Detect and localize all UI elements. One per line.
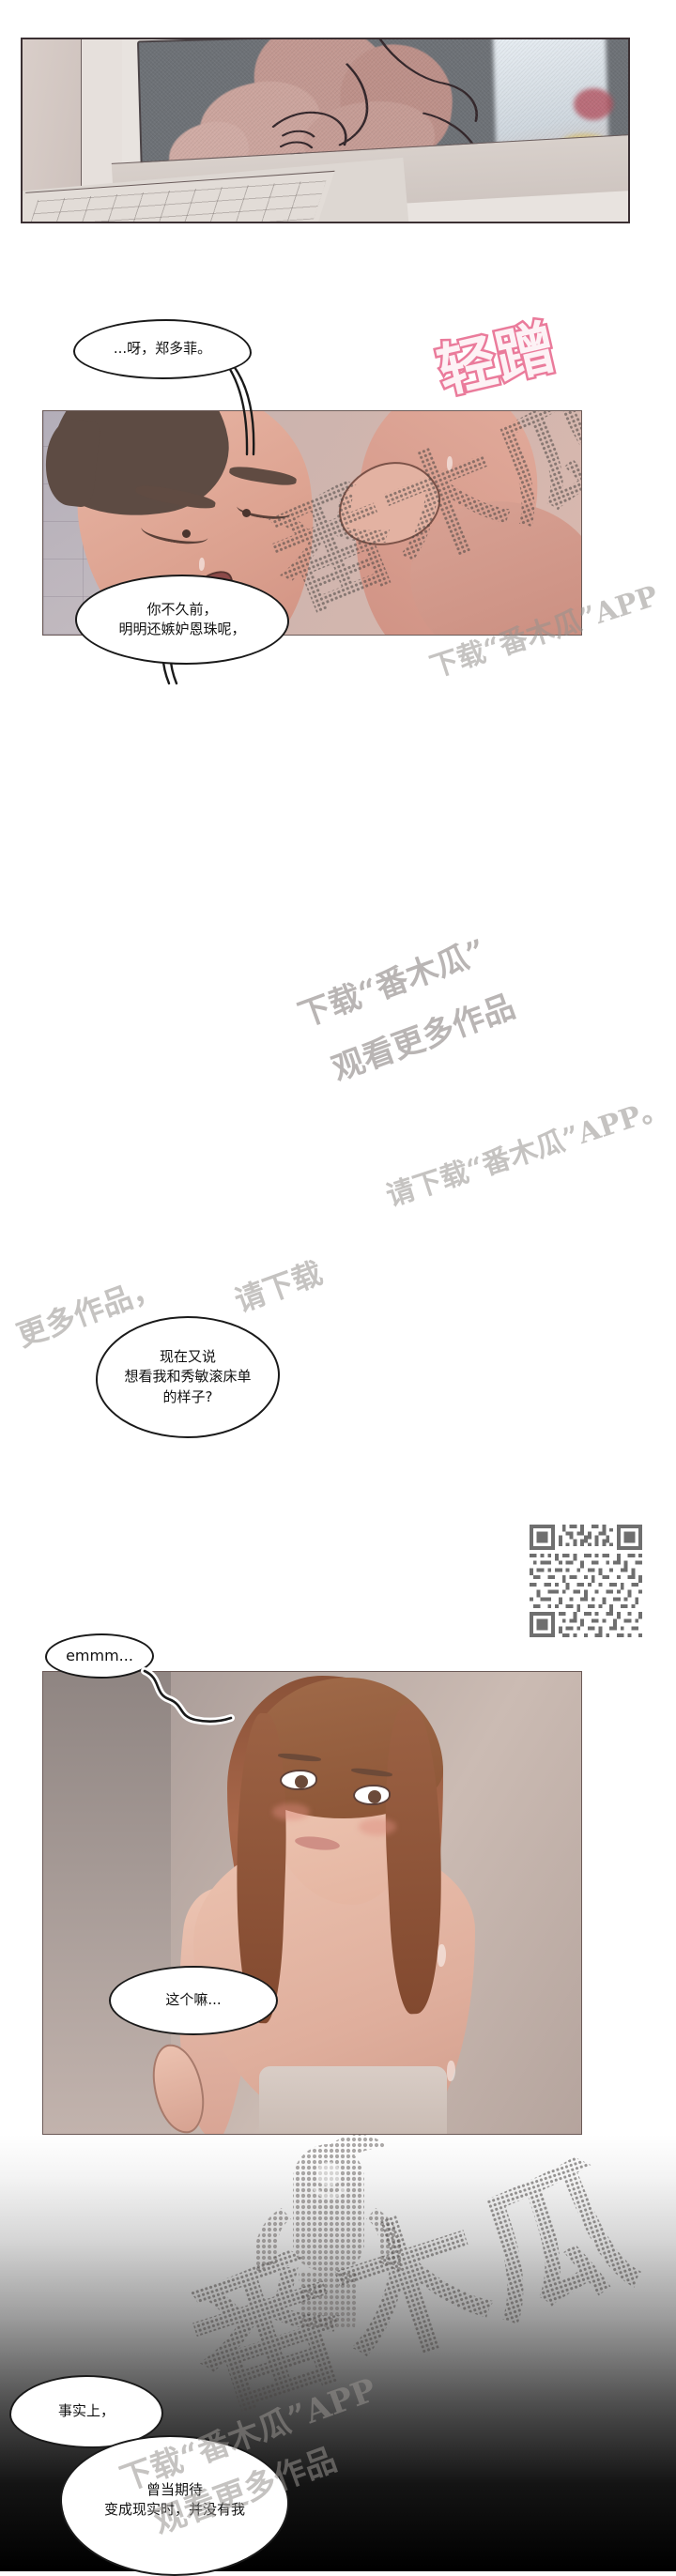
- panel3-blush-left: [272, 1803, 310, 1820]
- speech-bubble-ya-zheng-duo-fei: ...呀，郑多菲。: [73, 319, 252, 379]
- watermark-download-app-mid: 请下载“番木瓜”APP。: [382, 1091, 672, 1214]
- panel3-towel: [259, 2066, 447, 2134]
- bubble-1-tail: [221, 357, 287, 460]
- panel-laptop-screen-bedroom: [21, 38, 630, 223]
- qr-code[interactable]: [526, 1521, 646, 1641]
- watermark-guankan-gengduo-zuopin-top: 观看更多作品: [327, 988, 520, 1089]
- watermark-xiazai-fanmugua-top: 下载“番木瓜”: [293, 932, 491, 1035]
- bubble-7-text: 曾当期待 变成现实时，并没有我: [103, 2481, 245, 2519]
- bubble-4-tail: [141, 1667, 244, 1731]
- panel3-eye-right: [353, 1785, 391, 1805]
- panel3-eye-left: [280, 1770, 317, 1790]
- panel-woman-shower: [42, 1671, 582, 2135]
- panel2-torso: [410, 501, 581, 635]
- panel3-sweat-drop-3: [447, 2061, 455, 2081]
- sfx-1-text: 轻蹭: [429, 310, 566, 408]
- panel2-sweat-drop-2: [199, 558, 205, 571]
- speech-bubble-zhe-ge-ma: 这个嘛...: [109, 1966, 278, 2035]
- panel2-pupil-left: [182, 529, 191, 538]
- panel3-wall: [43, 1672, 171, 2134]
- speech-bubble-emmm: emmm...: [45, 1633, 154, 1679]
- bubble-4-text: emmm...: [66, 1646, 133, 1664]
- panel3-blush-right: [359, 1818, 396, 1835]
- panel2-sweat-drop-3: [447, 456, 453, 470]
- papaya-mascot-icon: [254, 2135, 403, 2328]
- panel3-sweat-drop-2: [438, 1944, 446, 1967]
- bubble-3-text: 现在又说 想看我和秀敏滚床单 的样子?: [124, 1348, 252, 1405]
- bubble-6-text: 事实上，: [57, 2402, 115, 2420]
- speech-bubble-shi-shi-shang: 事实上，: [9, 2375, 163, 2448]
- bubble-5-text: 这个嘛...: [165, 1991, 222, 2009]
- speech-bubble-xian-zai-you-shuo: 现在又说 想看我和秀敏滚床单 的样子?: [96, 1316, 280, 1438]
- watermark-qing-xiazai-mid: 请下载: [230, 1254, 328, 1320]
- bubble-1-text: ...呀，郑多菲。: [113, 340, 212, 358]
- bubble-2-text: 你不久前， 明明还嫉妒恩珠呢，: [118, 600, 246, 637]
- panel2-pupil-right: [242, 509, 251, 517]
- watermark-fan-mu-gua-logo-bottom: 番木瓜: [169, 2135, 653, 2442]
- speech-bubble-you-bu-jiu-qian: 你不久前， 明明还嫉妒恩珠呢，: [75, 575, 289, 665]
- sound-effect-qing-ceng: 轻蹭: [429, 310, 566, 408]
